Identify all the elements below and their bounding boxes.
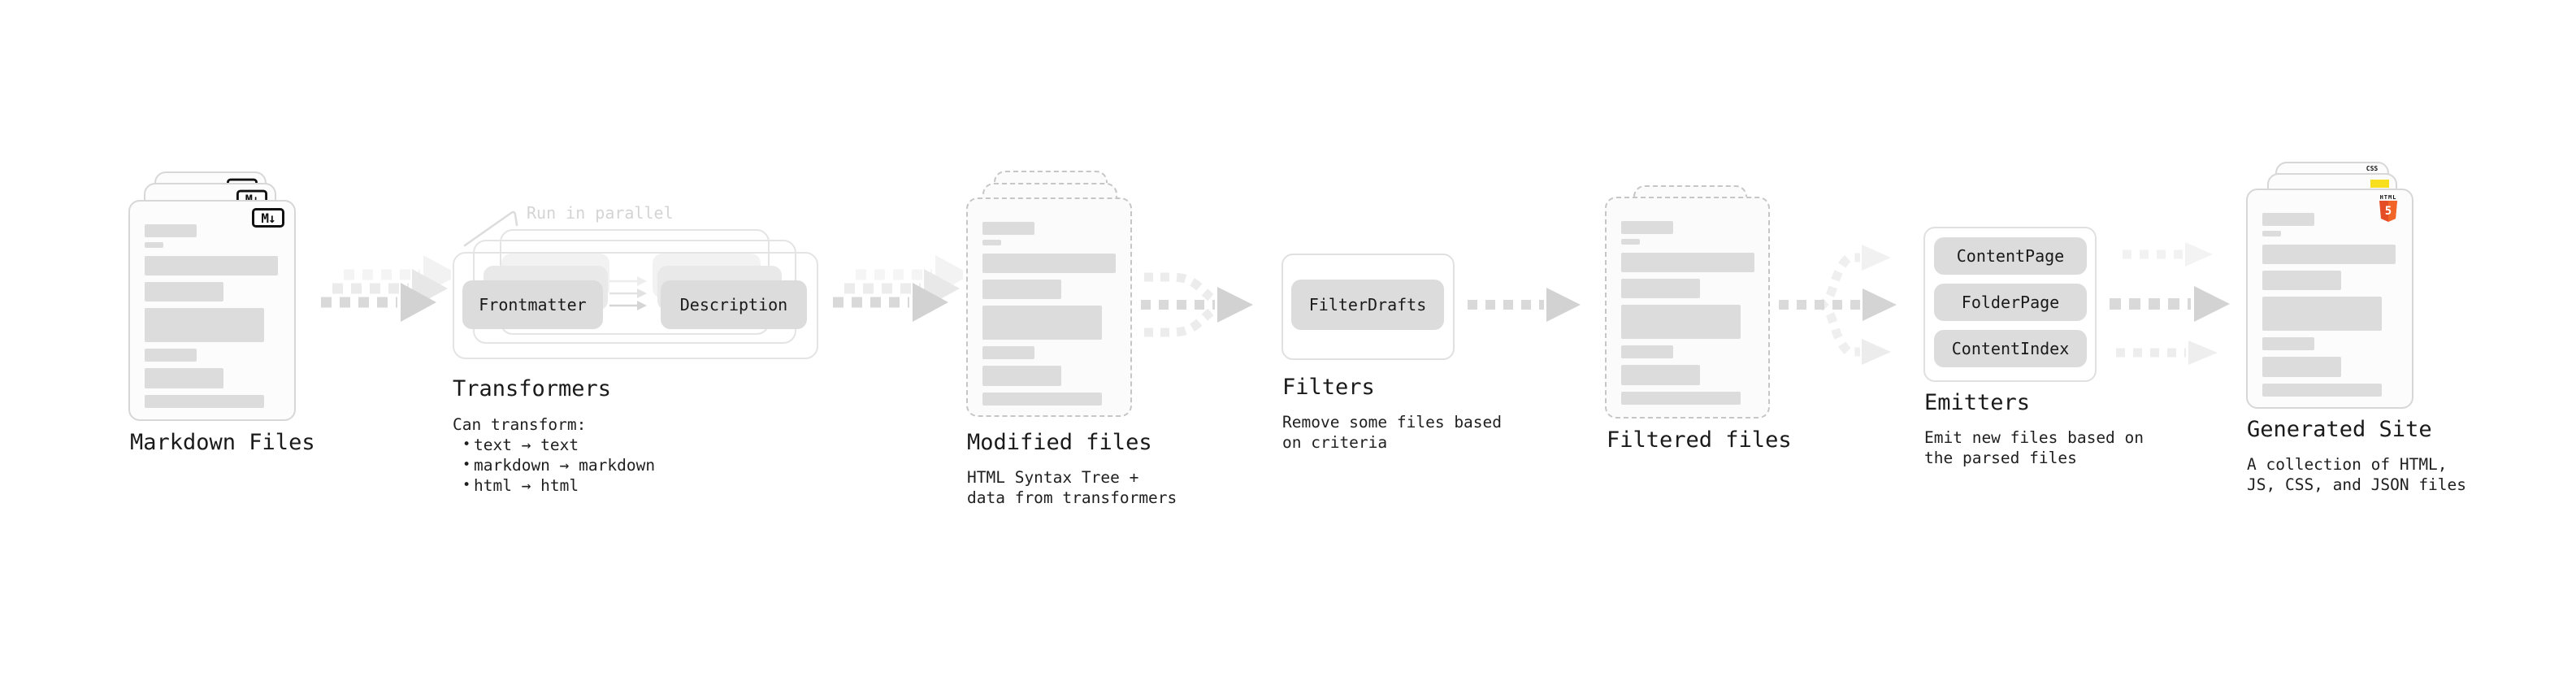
transformer-frame-front — [453, 252, 818, 359]
stage-label-filters: Filters — [1282, 375, 1375, 400]
doc-content-bar — [2262, 245, 2396, 264]
emitter-pill-contentindex: ContentIndex — [1934, 330, 2087, 367]
doc-content-bar — [982, 280, 1061, 299]
doc-content-bar — [1621, 365, 1700, 385]
doc-content-bar — [1621, 345, 1673, 358]
doc-content-bar — [145, 224, 197, 237]
modified-files-description: HTML Syntax Tree + data from transformer… — [967, 467, 1177, 508]
doc-content — [145, 224, 278, 408]
filters-description: Remove some files based on criteria — [1282, 412, 1502, 453]
filtered-files-stack — [1605, 185, 1792, 453]
stage-label-emitters: Emitters — [1924, 390, 2031, 415]
doc-content-bar — [982, 306, 1102, 340]
transformers-description: Can transform: text → text markdown → ma… — [453, 414, 655, 496]
markdown-file-card: M↓ — [128, 200, 296, 421]
flow-arrow-filters-to-filtered — [1464, 276, 1586, 333]
description-line: Emit new files based on — [1924, 428, 2144, 447]
transformer-pill-frontmatter: Frontmatter — [462, 280, 603, 329]
run-in-parallel-callout-line — [459, 202, 532, 252]
description-line: A collection of HTML, — [2247, 455, 2448, 474]
doc-content-bar — [982, 366, 1061, 386]
filtered-file-card — [1605, 197, 1770, 419]
markdown-icon: M↓ — [252, 208, 284, 228]
doc-content-bar — [145, 395, 264, 408]
doc-content-bar — [982, 393, 1102, 406]
transform-item: text → text — [462, 435, 655, 455]
css-icon-label: CSS — [2366, 165, 2379, 172]
transformers-description-intro: Can transform: — [453, 415, 587, 434]
doc-content-bar — [1621, 279, 1700, 298]
doc-content-bar — [1621, 305, 1741, 339]
doc-content-bar — [145, 349, 197, 362]
doc-content-bar — [982, 240, 1001, 245]
doc-content-bar — [2262, 271, 2341, 290]
emitter-pill-contentpage: ContentPage — [1934, 237, 2087, 275]
doc-content-bar — [145, 256, 278, 275]
description-line: on criteria — [1282, 433, 1388, 452]
doc-content-bar — [145, 308, 264, 342]
description-line: the parsed files — [1924, 449, 2077, 467]
modified-file-card — [966, 197, 1132, 417]
doc-content-bar — [145, 282, 223, 301]
doc-content-bar — [982, 346, 1034, 359]
description-line: data from transformers — [967, 488, 1177, 507]
filter-pill-filterdrafts: FilterDrafts — [1291, 280, 1444, 330]
doc-content-bar — [1621, 239, 1640, 245]
doc-content-bar — [145, 242, 163, 248]
stage-label-modified-files: Modified files — [967, 430, 1152, 455]
stage-label-filtered-files: Filtered files — [1607, 427, 1792, 453]
html5-numeral: 5 — [2385, 205, 2392, 218]
doc-content-bar — [1621, 392, 1741, 405]
emitter-pill-folderpage: FolderPage — [1934, 284, 2087, 321]
description-line: HTML Syntax Tree + — [967, 468, 1139, 487]
description-line: Remove some files based — [1282, 413, 1503, 432]
stage-label-markdown-files: Markdown Files — [130, 430, 315, 455]
modified-files-stack — [966, 171, 1153, 439]
doc-content-bar — [982, 222, 1034, 235]
doc-content — [1621, 221, 1754, 405]
doc-content-bar — [982, 254, 1116, 273]
doc-content-bar — [1621, 253, 1754, 272]
transform-item: markdown → markdown — [462, 455, 655, 475]
generated-site-stack: CSS HTML 5 — [2246, 162, 2433, 430]
generated-site-description: A collection of HTML, JS, CSS, and JSON … — [2247, 454, 2466, 495]
emitters-description: Emit new files based on the parsed files — [1924, 427, 2144, 468]
markdown-files-stack: M↓ M↓ M↓ — [128, 162, 315, 430]
html5-icon: HTML 5 — [2378, 194, 2399, 222]
transform-item: html → html — [462, 475, 655, 496]
doc-content — [2262, 213, 2396, 397]
flow-arrow-modified-to-filters — [1138, 264, 1264, 345]
html5-icon-label: HTML — [2379, 194, 2397, 201]
doc-content — [982, 222, 1116, 406]
js-icon — [2370, 180, 2389, 188]
run-in-parallel-label: Run in parallel — [527, 203, 674, 223]
doc-content-bar — [2262, 297, 2382, 331]
doc-content-bar — [1621, 221, 1673, 234]
doc-content-bar — [2262, 213, 2314, 226]
doc-content-bar — [2262, 231, 2281, 236]
stage-label-generated-site: Generated Site — [2247, 417, 2432, 442]
parallel-arrows-icon — [608, 271, 653, 314]
doc-content-bar — [2262, 357, 2341, 377]
site-file-card-html: HTML 5 — [2246, 189, 2413, 409]
doc-content-bar — [2262, 384, 2382, 397]
flow-arrow-transformers-to-modified — [825, 254, 963, 351]
transform-list: text → text markdown → markdown html → h… — [462, 435, 655, 496]
stage-label-transformers: Transformers — [453, 376, 612, 401]
doc-content-bar — [2262, 337, 2314, 350]
description-line: JS, CSS, and JSON files — [2247, 475, 2467, 494]
doc-content-bar — [145, 368, 223, 388]
flow-arrow-markdown-to-transformers — [313, 254, 451, 351]
transformer-pill-description: Description — [661, 280, 807, 329]
flow-arrow-filtered-to-emitters — [1776, 241, 1906, 368]
flow-arrows-emitters-to-site — [2108, 241, 2238, 368]
